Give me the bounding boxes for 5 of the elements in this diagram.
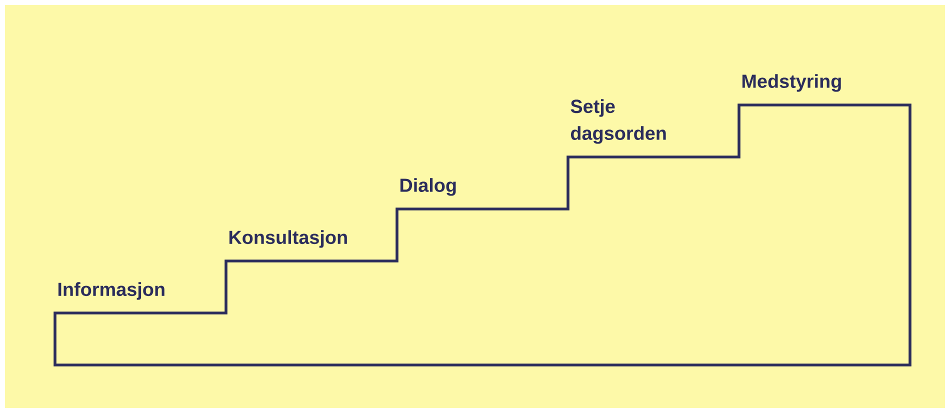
step-label: Medstyring [742,74,841,92]
step-label: Setje dagsorden [570,99,666,144]
step-label: Dialog [400,178,456,196]
step-label: Konsultasjon [229,230,347,248]
step-label: Informasjon [58,282,164,300]
